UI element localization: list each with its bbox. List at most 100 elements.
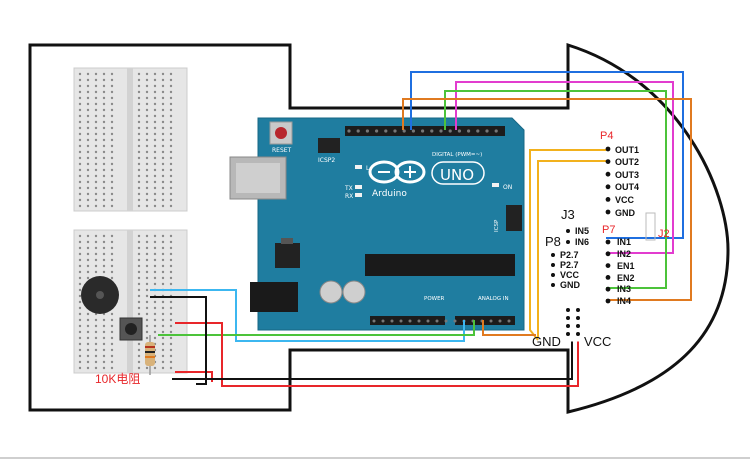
- breadboard-hole: [78, 270, 82, 274]
- header-pin: [467, 129, 471, 133]
- analog-header: [455, 316, 515, 325]
- breadboard-hole: [145, 264, 149, 268]
- breadboard-hole: [145, 252, 149, 256]
- p8-pin-4: GND: [560, 280, 581, 290]
- breadboard-hole: [161, 264, 165, 268]
- header-pin: [421, 129, 425, 133]
- breadboard-hole: [102, 258, 106, 262]
- header-pin: [347, 129, 351, 133]
- breadboard-hole: [169, 132, 173, 136]
- breadboard-hole: [161, 270, 165, 274]
- j3-pin-2: IN6: [575, 237, 589, 247]
- breadboard-hole: [94, 108, 98, 112]
- breadboard-hole: [153, 114, 157, 118]
- breadboard-hole: [169, 180, 173, 184]
- breadboard-hole: [86, 264, 90, 268]
- breadboard-hole: [145, 288, 149, 292]
- breadboard-hole: [94, 90, 98, 94]
- breadboard-hole: [145, 282, 149, 286]
- breadboard-hole: [94, 198, 98, 202]
- breadboard-hole: [110, 366, 114, 370]
- breadboard-hole: [110, 204, 114, 208]
- breadboard-hole: [145, 258, 149, 262]
- connector-pin: [605, 298, 611, 304]
- breadboard-hole: [86, 360, 90, 364]
- breadboard-hole: [110, 168, 114, 172]
- header-pin: [384, 129, 388, 133]
- breadboard-hole: [110, 90, 114, 94]
- breadboard-hole: [78, 126, 82, 130]
- breadboard-hole: [137, 114, 141, 118]
- breadboard-hole: [86, 102, 90, 106]
- breadboard-hole: [110, 102, 114, 106]
- breadboard-hole: [102, 108, 106, 112]
- icsp2-header: [318, 138, 340, 153]
- breadboard-hole: [145, 234, 149, 238]
- breadboard-hole: [161, 96, 165, 100]
- breadboard-hole: [110, 252, 114, 256]
- regulator-chip: [275, 243, 300, 268]
- breadboard-hole: [153, 258, 157, 262]
- push-button[interactable]: [119, 317, 143, 341]
- breadboard-hole: [137, 270, 141, 274]
- breadboard-hole: [78, 102, 82, 106]
- breadboard-hole: [78, 132, 82, 136]
- breadboard-hole: [78, 282, 82, 286]
- breadboard-hole: [102, 126, 106, 130]
- breadboard-hole: [145, 138, 149, 142]
- breadboard-hole: [94, 180, 98, 184]
- wires: [150, 71, 692, 387]
- breadboard-hole: [86, 96, 90, 100]
- breadboard-top: [73, 67, 188, 212]
- header-pin: [457, 129, 461, 133]
- connector-pin: [551, 273, 555, 277]
- breadboard-hole: [86, 366, 90, 370]
- breadboard-hole: [110, 270, 114, 274]
- header-pin: [372, 319, 376, 323]
- breadboard-hole: [110, 96, 114, 100]
- breadboard-hole: [102, 114, 106, 118]
- breadboard-hole: [161, 282, 165, 286]
- header-pin: [439, 129, 443, 133]
- breadboard-hole: [78, 276, 82, 280]
- breadboard-hole: [137, 300, 141, 304]
- breadboard-hole: [94, 324, 98, 328]
- breadboard-hole: [102, 270, 106, 274]
- breadboard-hole: [94, 138, 98, 142]
- breadboard-hole: [145, 72, 149, 76]
- breadboard-hole: [169, 264, 173, 268]
- breadboard-hole: [78, 78, 82, 82]
- breadboard-hole: [161, 276, 165, 280]
- header-pin: [356, 129, 360, 133]
- breadboard-hole: [145, 96, 149, 100]
- breadboard-hole: [94, 258, 98, 262]
- breadboard-hole: [110, 156, 114, 160]
- breadboard-hole: [169, 156, 173, 160]
- breadboard-hole: [145, 126, 149, 130]
- breadboard-hole: [145, 186, 149, 190]
- breadboard-hole: [86, 126, 90, 130]
- header-pin: [498, 319, 502, 323]
- breadboard-hole: [169, 198, 173, 202]
- breadboard-hole: [161, 144, 165, 148]
- breadboard-hole: [78, 120, 82, 124]
- breadboard-hole: [169, 72, 173, 76]
- breadboard-hole: [137, 72, 141, 76]
- breadboard-hole: [110, 132, 114, 136]
- header-pin: [408, 319, 412, 323]
- breadboard-hole: [110, 312, 114, 316]
- breadboard-hole: [137, 306, 141, 310]
- wire-black-1: [150, 296, 207, 385]
- breadboard-hole: [94, 264, 98, 268]
- breadboard-hole: [86, 90, 90, 94]
- breadboard-hole: [78, 264, 82, 268]
- breadboard-hole: [161, 138, 165, 142]
- breadboard-hole: [169, 282, 173, 286]
- breadboard-hole: [78, 252, 82, 256]
- breadboard-hole: [137, 252, 141, 256]
- p7-pin-3: EN1: [617, 261, 635, 271]
- breadboard-hole: [78, 168, 82, 172]
- connector-pin: [566, 229, 570, 233]
- breadboard-hole: [110, 84, 114, 88]
